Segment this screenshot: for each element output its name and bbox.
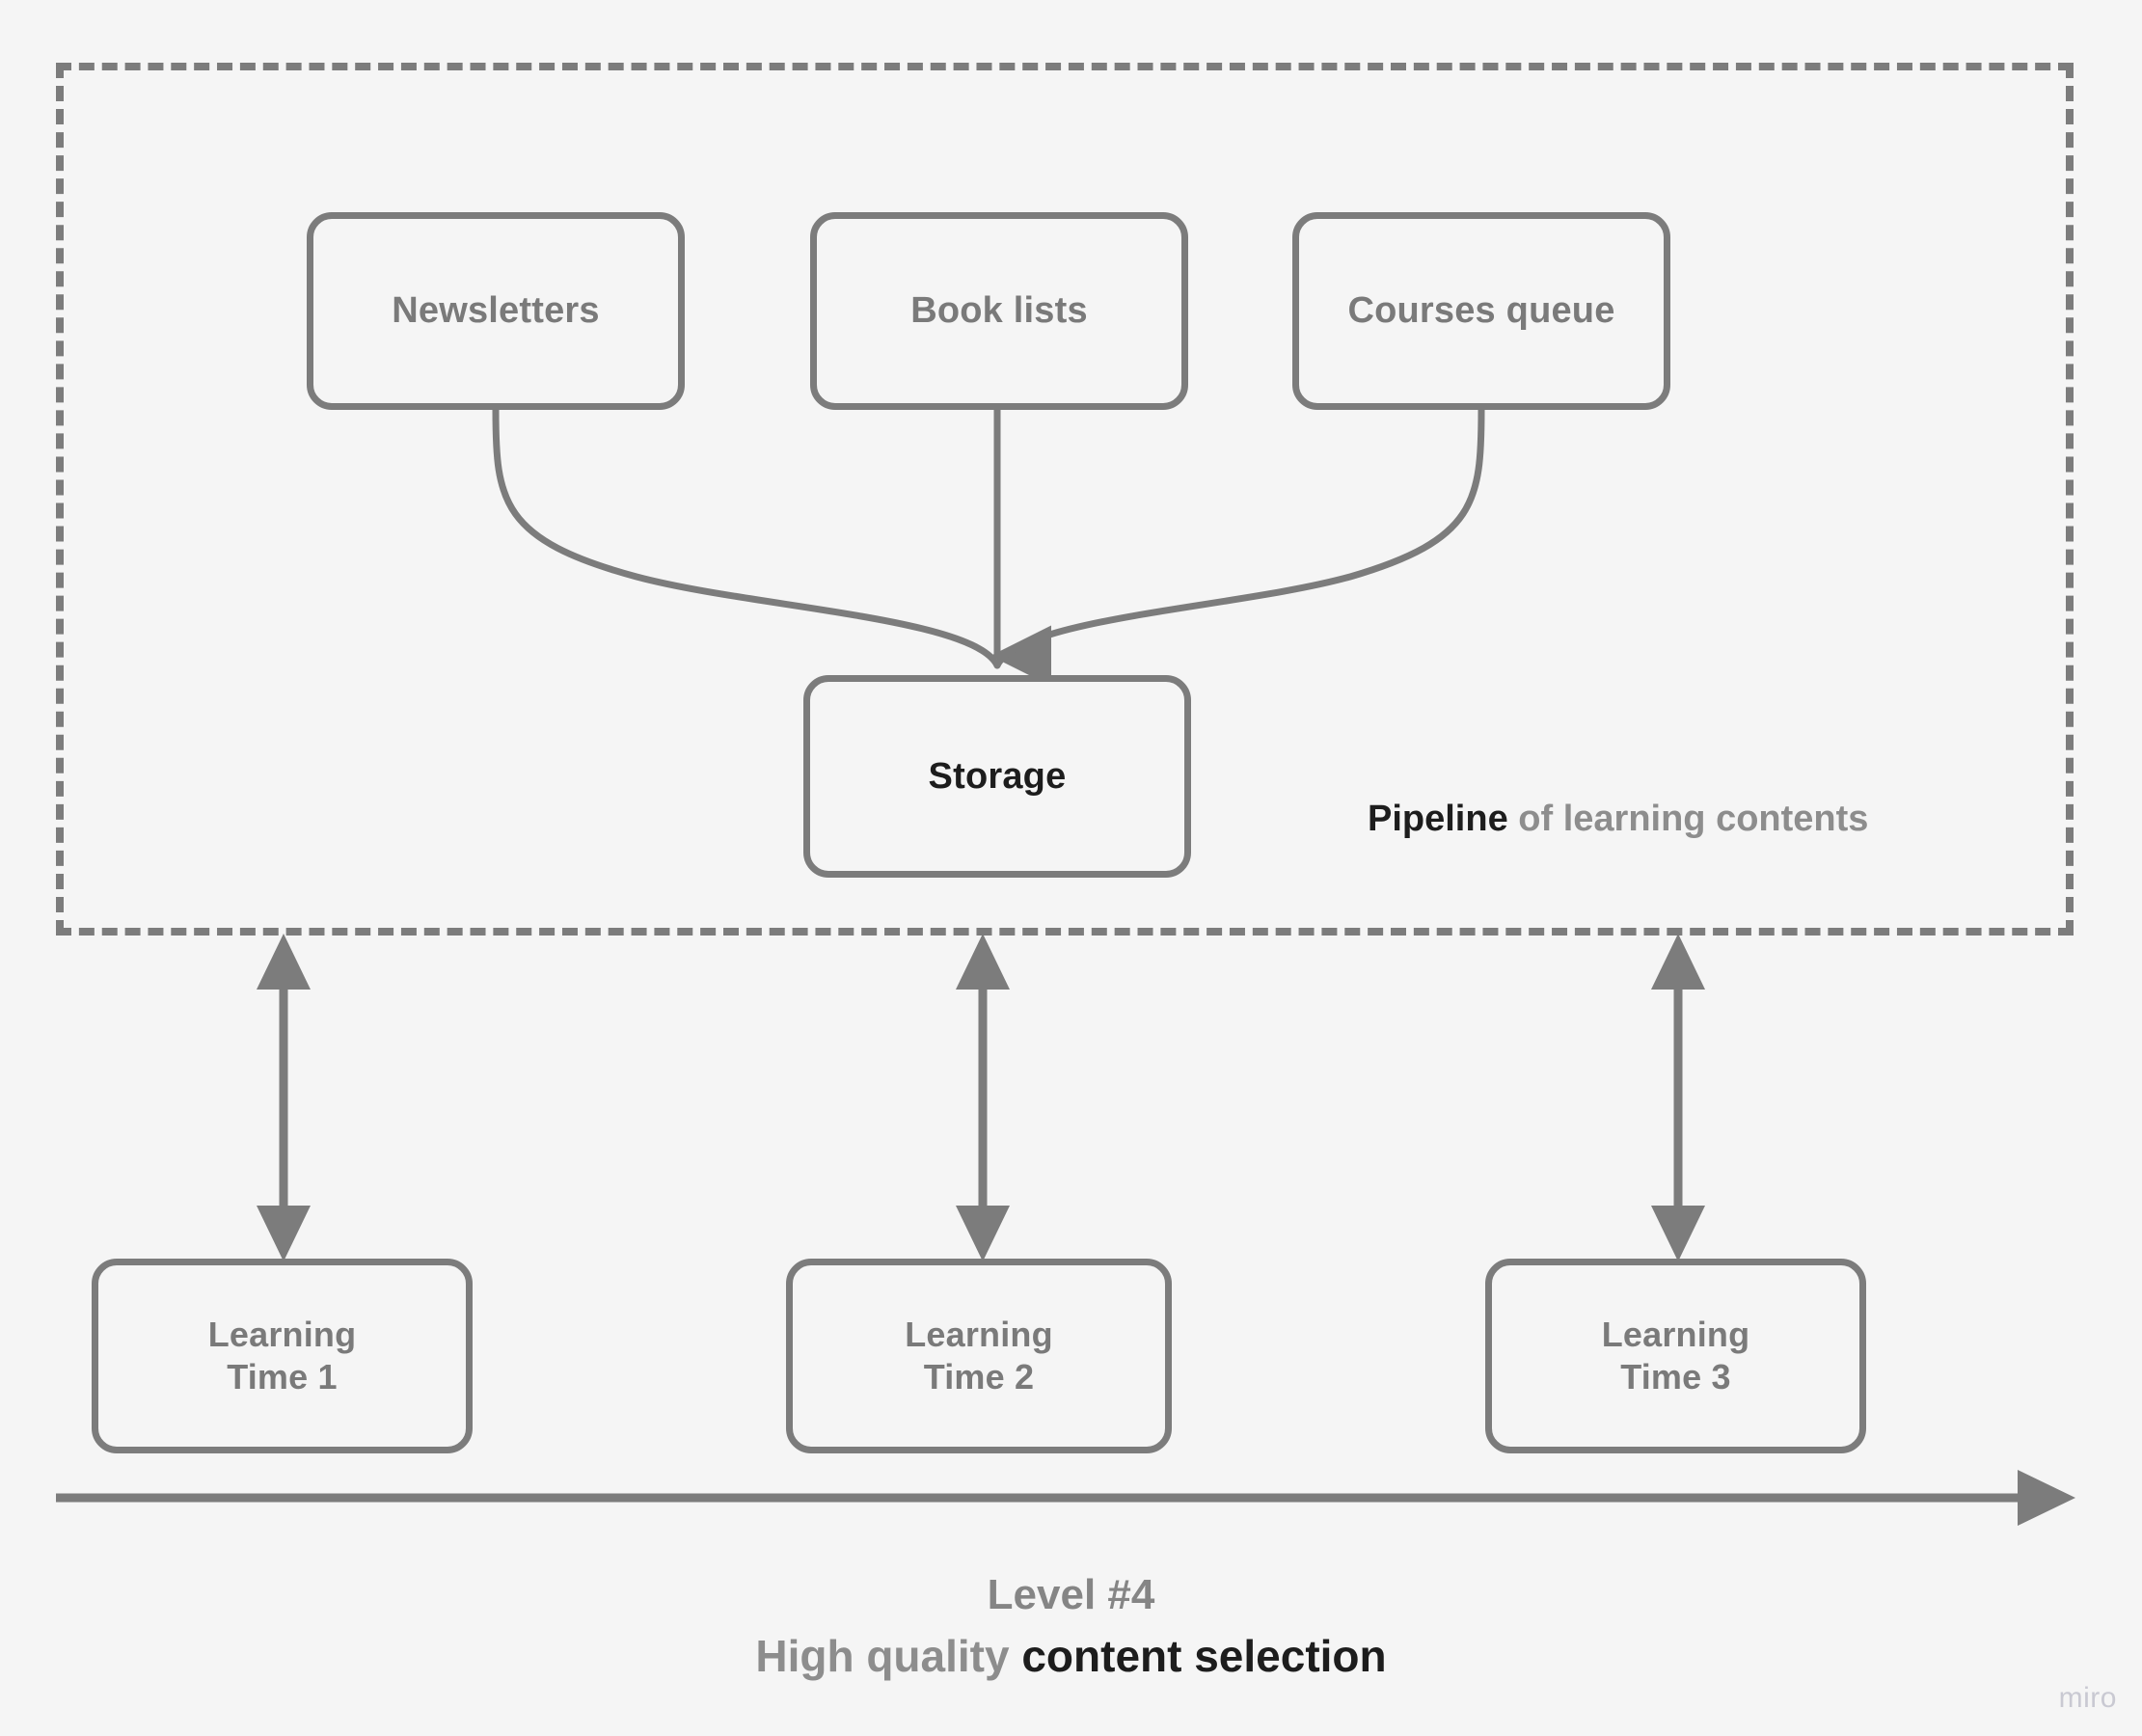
pipeline-caption-strong: Pipeline [1368, 799, 1508, 839]
pipeline-group-frame [56, 63, 2074, 936]
footer-caption: Level #4 High quality content selection [0, 1567, 2142, 1686]
bidirectional-arrow-1 [257, 934, 311, 1261]
node-learning-time-2[interactable]: Learning Time 2 [786, 1259, 1172, 1453]
miro-watermark: miro [2058, 1682, 2117, 1714]
node-learning-time-2-label: Learning Time 2 [905, 1314, 1053, 1398]
node-learning-time-2-line1: Learning [905, 1315, 1053, 1355]
node-learning-time-3-line2: Time 3 [1620, 1357, 1731, 1397]
node-storage-label: Storage [928, 755, 1067, 797]
node-learning-time-1[interactable]: Learning Time 1 [92, 1259, 473, 1453]
node-book-lists-label: Book lists [910, 290, 1088, 332]
node-learning-time-3-label: Learning Time 3 [1602, 1314, 1750, 1398]
footer-level-label: Level #4 [987, 1571, 1155, 1618]
pipeline-caption-muted: of learning contents [1507, 799, 1869, 839]
node-learning-time-3[interactable]: Learning Time 3 [1485, 1259, 1866, 1453]
node-learning-time-1-label: Learning Time 1 [208, 1314, 357, 1398]
node-learning-time-3-line1: Learning [1601, 1315, 1750, 1355]
footer-selection-strong: content selection [1021, 1631, 1387, 1682]
node-learning-time-1-line1: Learning [207, 1315, 357, 1355]
bidirectional-arrow-3 [1651, 934, 1705, 1261]
node-storage[interactable]: Storage [803, 675, 1191, 878]
bidirectional-arrow-2 [956, 934, 1010, 1261]
node-courses-queue[interactable]: Courses queue [1292, 212, 1670, 410]
footer-selection-label: High quality content selection [0, 1628, 2142, 1686]
pipeline-caption: Pipeline of learning contents [1368, 799, 1868, 840]
node-newsletters-label: Newsletters [392, 290, 600, 332]
footer-selection-muted: High quality [755, 1631, 1022, 1682]
node-courses-queue-label: Courses queue [1347, 290, 1615, 332]
node-newsletters[interactable]: Newsletters [307, 212, 685, 410]
node-learning-time-2-line2: Time 2 [923, 1357, 1035, 1397]
node-learning-time-1-line2: Time 1 [227, 1357, 338, 1397]
timeline-arrow-right [56, 1470, 2075, 1526]
node-book-lists[interactable]: Book lists [810, 212, 1188, 410]
